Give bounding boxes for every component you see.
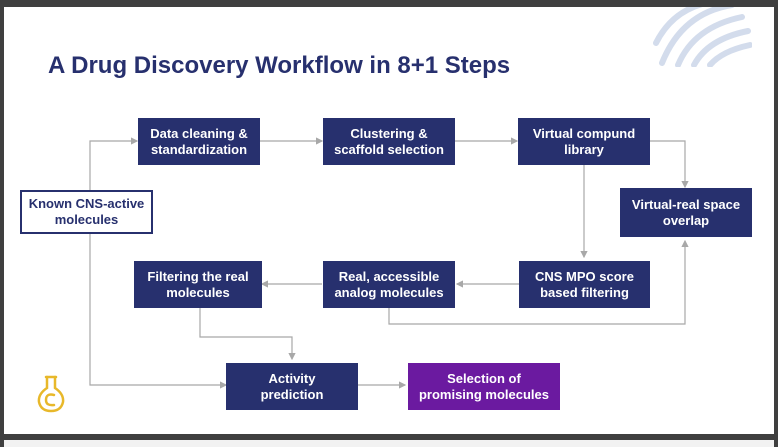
step-cns-mpo: CNS MPO score based filtering [519, 261, 650, 308]
slide: A Drug Discovery Workflow in 8+1 Steps [4, 7, 774, 434]
step-selection: Selection of promising molecules [408, 363, 560, 410]
connector-known-to-cleaning [89, 137, 139, 195]
step-virtual-library: Virtual compund library [518, 118, 650, 165]
connector-library-to-overlap [650, 140, 689, 189]
step-activity: Activity prediction [226, 363, 358, 410]
connector-filtering-to-activity [199, 308, 296, 361]
step-clustering: Clustering & scaffold selection [323, 118, 455, 165]
step-real-analogs: Real, accessible analog molecules [323, 261, 455, 308]
connector-known-to-activity [89, 232, 228, 389]
step-data-cleaning: Data cleaning & standardization [138, 118, 260, 165]
fingerprint-watermark-icon [653, 7, 752, 67]
step-known-cns: Known CNS-active molecules [20, 190, 153, 234]
slide-title: A Drug Discovery Workflow in 8+1 Steps [48, 52, 511, 79]
connector-real-to-overlap [388, 239, 689, 325]
next-slide-preview [4, 440, 774, 447]
flask-logo-icon [37, 375, 65, 413]
step-filtering-real: Filtering the real molecules [134, 261, 262, 308]
step-overlap: Virtual-real space overlap [620, 188, 752, 237]
connector-lines [89, 137, 689, 389]
